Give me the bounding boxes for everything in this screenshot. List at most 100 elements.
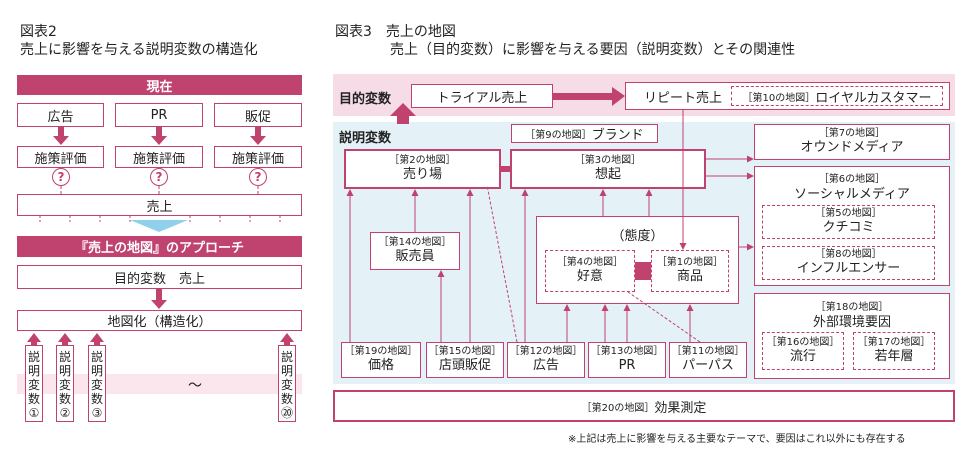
brand-label: ブランド [591,128,644,143]
var1-char: 数 [27,392,40,406]
owned-media-label: オウンドメディア [800,140,904,155]
salesperson-box: ［第14の地図］ 販売員 [370,232,460,270]
left-figure-number: 図表2 [20,24,57,40]
question-icon-1: ? [52,168,70,186]
var20-char: ⑳ [280,406,293,420]
advertising-box: ［第12の地図］ 広告 [507,342,585,378]
pr-box: PR [115,103,203,127]
approach-header: 『売上の地図』のアプローチ [17,236,302,257]
recall-tag: ［第3の地図］ [574,155,642,166]
trial-sales-box: トライアル売上 [411,84,553,108]
product-tag: ［第1の地図］ [656,257,724,268]
attitude-label: （態度） [611,229,664,244]
var1-char: 明 [27,364,40,378]
loyal-customer-tag: ［第10の地図］ [742,92,816,104]
left-figure-title: 売上に影響を与える説明変数の構造化 [20,42,258,58]
loyal-customer-box: ［第10の地図］ロイヤルカスタマー [731,86,943,106]
eval-box-1: 施策評価 [17,146,104,168]
influencer-label: インフルエンサー [796,261,901,276]
question-icon-3: ? [249,168,267,186]
liking-label: 好意 [576,269,603,284]
store-promotion-tag: ［第15の地図］ [428,346,502,357]
owned-media-box: ［第7の地図］ オウンドメディア [754,124,950,160]
product-label: 商品 [676,269,703,284]
sales-floor-tag: ［第2の地図］ [389,155,456,166]
external-factors-tag: ［第18の地図］ [815,302,889,313]
owned-media-tag: ［第7の地図］ [818,128,886,139]
pr-activity-box: ［第13の地図］ PR [588,342,666,378]
youth-tag: ［第17の地図］ [857,337,931,348]
youth-label: 若年層 [874,349,914,364]
store-promotion-label: 店頭販促 [438,358,491,373]
current-header: 現在 [17,75,302,95]
purpose-tag: ［第11の地図］ [671,346,745,357]
eval-box-3: 施策評価 [214,146,302,168]
var20-char: 数 [280,392,293,406]
var2-char: ② [59,406,71,420]
pr-activity-label: PR [618,358,636,373]
trend-tag: ［第16の地図］ [766,337,840,348]
right-figure-number: 図表3 売上の地図 [335,24,456,40]
pr-activity-tag: ［第13の地図］ [590,346,664,357]
purpose-box: ［第11の地図］ パーパス [669,342,747,378]
effect-measurement-label: 効果測定 [654,400,707,416]
brand-tag: ［第9の地図］ [525,130,592,141]
effect-measurement-tag: ［第20の地図］ [581,402,655,414]
store-promotion-box: ［第15の地図］ 店頭販促 [426,342,504,378]
trend-label: 流行 [789,349,816,364]
influencer-tag: ［第8の地図］ [815,249,882,260]
effect-measurement-box: ［第20の地図］効果測定 [333,390,955,422]
price-tag: ［第19の地図］ [344,346,418,357]
product-box: ［第1の地図］ 商品 [651,250,729,292]
var3-char: ③ [91,406,103,420]
var2-char: 変 [58,378,71,392]
footnote: ※上記は売上に影響を与える主要なテーマで、要因はこれ以外にも存在する [568,434,906,445]
tilde-label: ～ [188,378,202,394]
eval-box-2: 施策評価 [115,146,203,168]
var1-char: ① [28,406,40,420]
advertising-tag: ［第12の地図］ [509,346,583,357]
var3-char: 説 [90,350,103,364]
influencer-box: ［第8の地図］ インフルエンサー [762,246,935,280]
social-media-tag: ［第6の地図］ [818,174,886,185]
var2-char: 説 [58,350,71,364]
liking-box: ［第4の地図］ 好意 [545,250,635,292]
youth-box: ［第17の地図］ 若年層 [853,332,935,370]
var3-char: 明 [90,364,103,378]
ad-box: 広告 [17,103,104,127]
question-icon-2: ? [150,168,168,186]
brand-box: ［第9の地図］ブランド [511,124,658,143]
recall-label: 想起 [594,167,621,182]
explanatory-variable-label: 説明変数 [339,131,392,146]
objective-variable-box: 目的変数 売上 [17,265,302,289]
price-box: ［第19の地図］ 価格 [341,342,421,378]
var2-char: 明 [58,364,71,378]
mapping-box: 地図化（構造化） [17,310,302,331]
salesperson-label: 販売員 [395,249,435,264]
right-figure-title: 売上（目的変数）に影響を与える要因（説明変数）とその関連性 [390,42,796,58]
recall-box: ［第3の地図］ 想起 [510,149,706,189]
social-media-label: ソーシャルメディア [794,187,910,202]
repeat-sales-label: リピート売上 [644,90,723,106]
var3-char: 変 [90,378,103,392]
sales-box: 売上 [17,194,302,216]
price-label: 価格 [367,358,394,373]
liking-tag: ［第4の地図］ [556,257,624,268]
var20-char: 説 [280,350,293,364]
var20-char: 明 [280,364,293,378]
salesperson-tag: ［第14の地図］ [378,237,452,248]
word-of-mouth-label: クチコミ [822,220,875,235]
loyal-customer-label: ロイヤルカスタマー [815,90,932,106]
sales-floor-box: ［第2の地図］ 売り場 [344,149,501,189]
var1-char: 変 [27,378,40,392]
trend-box: ［第16の地図］ 流行 [762,332,844,370]
var20-char: 変 [280,378,293,392]
word-of-mouth-tag: ［第5の地図］ [815,208,882,219]
var1-char: 説 [27,350,40,364]
